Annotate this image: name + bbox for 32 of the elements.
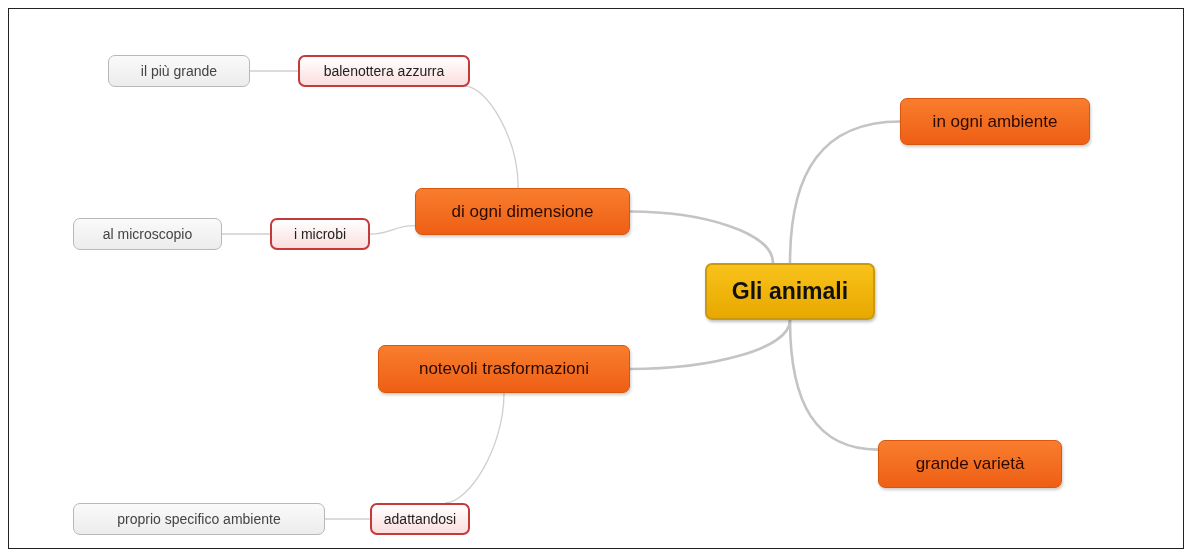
topic-box — [415, 188, 630, 235]
node-label: notevoli trasformazioni — [418, 359, 590, 379]
node-label: il più grande — [140, 63, 218, 79]
topic-box — [900, 98, 1090, 145]
subtopic-box — [270, 218, 370, 250]
subtopic-box — [298, 55, 470, 87]
topic-box — [378, 345, 630, 393]
connector-line — [221, 233, 271, 235]
connector-line — [249, 70, 299, 72]
detail-box — [108, 55, 250, 87]
node-label: in ogni ambiente — [932, 111, 1058, 132]
detail-box — [73, 218, 222, 250]
node-label: i microbi — [293, 226, 347, 242]
node-label: di ogni dimensione — [451, 201, 594, 222]
connector-line — [629, 210, 775, 264]
connector-line — [788, 120, 901, 264]
connector-line — [464, 85, 519, 189]
connector-line — [444, 392, 505, 504]
node-label: adattandosi — [383, 511, 457, 527]
node-label: proprio specifico ambiente — [117, 511, 281, 527]
node-label: al microscopio — [102, 226, 193, 242]
connector-line — [788, 319, 879, 451]
connector-line — [369, 224, 416, 235]
central-topic-box — [705, 263, 875, 320]
topic-box — [878, 440, 1062, 488]
detail-box — [73, 503, 325, 535]
connector-line — [324, 518, 371, 520]
node-label: grande varietà — [915, 454, 1025, 474]
connector-line — [629, 319, 792, 371]
node-label: Gli animali — [731, 278, 849, 305]
node-label: balenottera azzurra — [323, 63, 445, 79]
subtopic-box — [370, 503, 470, 535]
